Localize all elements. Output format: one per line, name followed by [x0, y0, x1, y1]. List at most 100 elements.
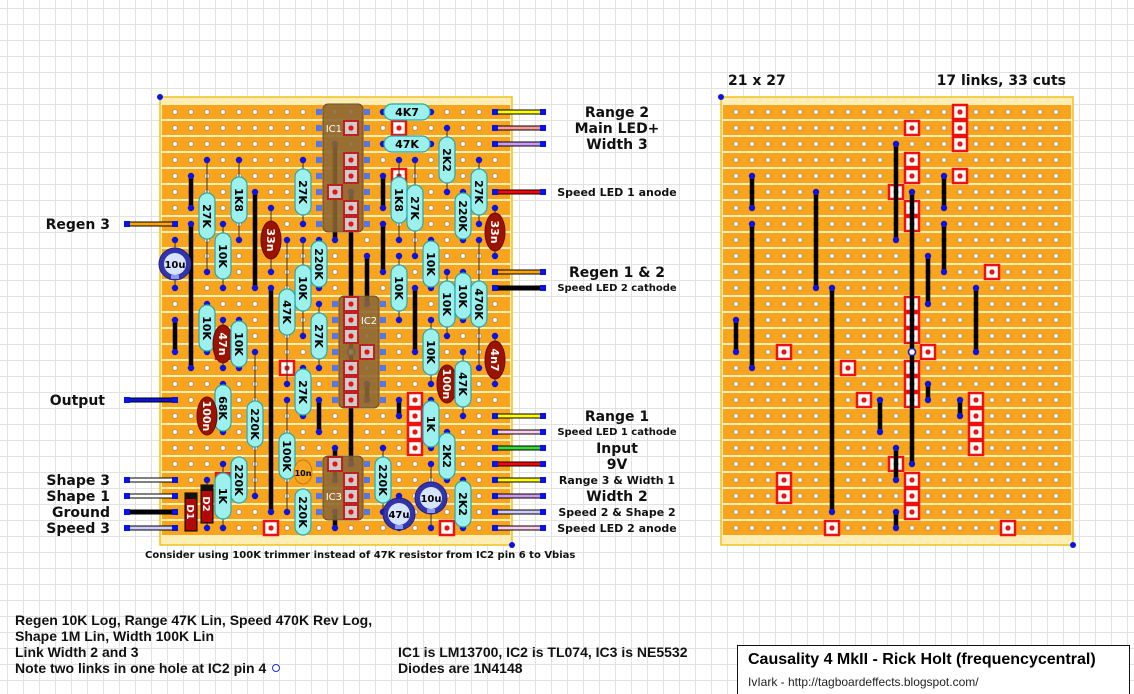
ic-pin — [316, 493, 322, 499]
component-view-hole — [428, 173, 434, 179]
cuts-view-hole — [861, 141, 867, 147]
film-cap-label: 47n — [216, 332, 229, 355]
cuts-view-hole — [1037, 477, 1043, 483]
resistor-label: 1K8 — [232, 188, 245, 212]
right-wire-end — [540, 461, 546, 467]
cuts-view-hole — [733, 173, 739, 179]
cuts-view-hole — [733, 301, 739, 307]
ic-track-cut-dot — [348, 397, 354, 403]
cuts-view-hole — [781, 253, 787, 259]
cuts-view-hole — [1037, 269, 1043, 275]
resistor-lead-end — [315, 364, 323, 372]
cuts-view-hole — [957, 429, 963, 435]
cuts-view-hole — [1005, 301, 1011, 307]
component-view-hole — [444, 349, 450, 355]
cuts-view-hole — [829, 109, 835, 115]
cuts-view-hole — [989, 109, 995, 115]
cuts-view-hole — [989, 317, 995, 323]
component-view-hole — [396, 461, 402, 467]
cuts-view-hole — [733, 477, 739, 483]
component-view-hole — [188, 381, 194, 387]
cuts-view-hole — [893, 493, 899, 499]
component-view-hole — [300, 125, 306, 131]
resistor-label: 27K — [200, 204, 213, 228]
cuts-view-hole — [797, 381, 803, 387]
cuts-view-hole — [765, 205, 771, 211]
cuts-view-hole — [749, 109, 755, 115]
component-view-hole — [412, 461, 418, 467]
ic-pin — [316, 157, 322, 163]
component-view-hole — [188, 397, 194, 403]
component-view-hole — [172, 381, 178, 387]
cuts-view-hole — [813, 445, 819, 451]
component-view-hole — [428, 157, 434, 163]
cuts-view-track-cut-dot — [925, 349, 931, 355]
ic-pin — [364, 221, 370, 227]
cuts-view-hole — [989, 333, 995, 339]
component-view-hole — [236, 397, 242, 403]
electrolytic-lead-end — [427, 524, 435, 532]
electrolytic-lead-end — [171, 284, 179, 292]
cuts-view-hole — [813, 381, 819, 387]
cuts-view-hole — [973, 509, 979, 515]
ic-pin — [316, 509, 322, 515]
cuts-view-link-end — [940, 268, 948, 276]
cuts-view-hole — [861, 205, 867, 211]
cuts-view-hole — [749, 141, 755, 147]
cuts-view-hole — [797, 205, 803, 211]
cuts-view-track-cut-dot — [909, 125, 915, 131]
cuts-view-hole — [1005, 205, 1011, 211]
cuts-view-hole — [797, 509, 803, 515]
cuts-view-hole — [813, 525, 819, 531]
cuts-view-hole — [941, 493, 947, 499]
cuts-view-hole — [829, 141, 835, 147]
cuts-view-hole — [893, 317, 899, 323]
wire-label-width-2: Width 2 — [586, 489, 648, 505]
component-view-hole — [252, 525, 258, 531]
component-view-hole — [172, 109, 178, 115]
cuts-view-hole — [925, 429, 931, 435]
component-view-hole — [380, 157, 386, 163]
cuts-view-hole — [861, 285, 867, 291]
component-view-hole — [268, 157, 274, 163]
component-view-hole — [428, 301, 434, 307]
cuts-view-hole — [1021, 397, 1027, 403]
cuts-view-hole — [733, 509, 739, 515]
cuts-view-hole — [813, 397, 819, 403]
component-view-hole — [236, 285, 242, 291]
component-view-hole — [220, 205, 226, 211]
cuts-view-track-cut-dot — [829, 525, 835, 531]
film-cap-lead-end — [491, 380, 499, 388]
cuts-view-hole — [877, 365, 883, 371]
cuts-view-hole — [893, 429, 899, 435]
cuts-view-hole — [781, 397, 787, 403]
resistor-lead-end — [443, 332, 451, 340]
cuts-view-hole — [893, 109, 899, 115]
cuts-view-hole — [765, 301, 771, 307]
resistor-label: 10K — [392, 276, 405, 300]
cuts-view-hole — [781, 333, 787, 339]
cuts-view-hole — [797, 333, 803, 339]
cuts-view-hole — [1021, 173, 1027, 179]
component-view-hole — [172, 413, 178, 419]
cuts-view-hole — [941, 445, 947, 451]
cuts-view-hole — [797, 301, 803, 307]
cuts-view-hole — [1021, 445, 1027, 451]
component-view-hole — [204, 445, 210, 451]
cuts-view-hole — [877, 493, 883, 499]
credit-link[interactable]: IvIark - http://tagboardeffects.blogspot… — [748, 675, 979, 689]
resistor-body — [294, 168, 312, 216]
right-wire-end — [540, 109, 546, 115]
resistor-body — [383, 135, 431, 153]
cuts-view-hole — [877, 445, 883, 451]
resistor-label: 10K — [424, 340, 437, 364]
component-view-hole — [252, 333, 258, 339]
cuts-view-hole — [957, 333, 963, 339]
cuts-view-hole — [765, 317, 771, 323]
cuts-view-hole — [1021, 109, 1027, 115]
resistor-label: 470K — [472, 288, 485, 320]
film-cap-lead-end — [491, 204, 499, 212]
cuts-view-hole — [797, 349, 803, 355]
component-view-hole — [220, 125, 226, 131]
cuts-view-hole — [749, 397, 755, 403]
